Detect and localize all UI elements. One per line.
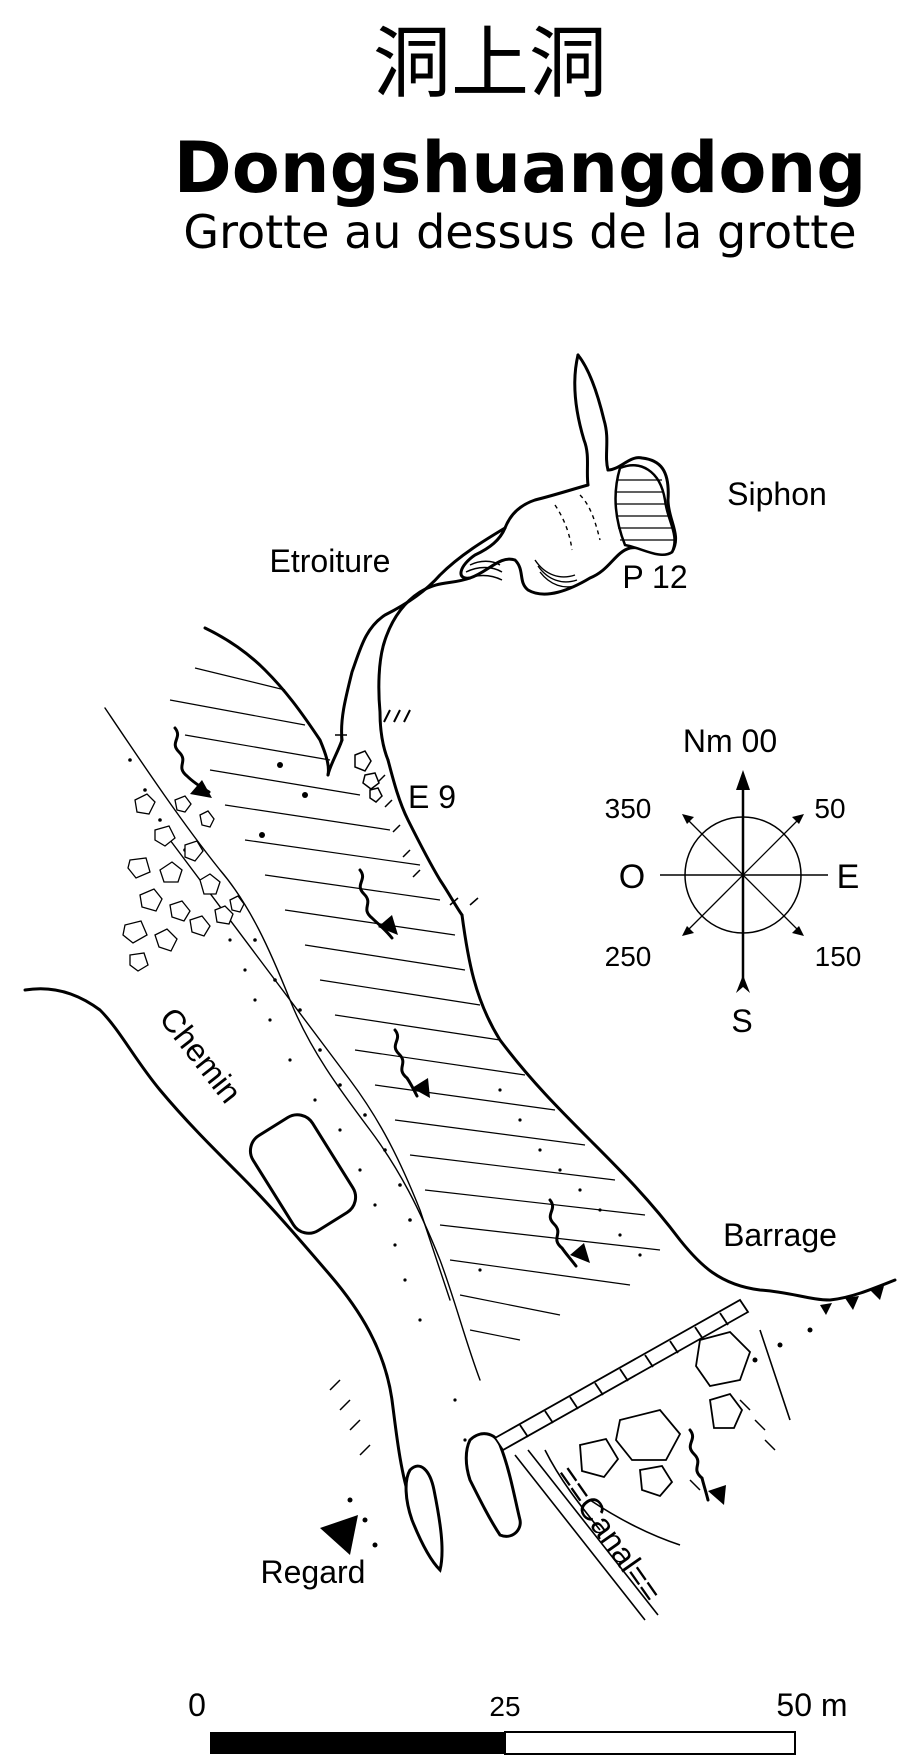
siphon-water <box>614 464 676 556</box>
compass-nw: 350 <box>605 793 652 824</box>
south-tail-icon <box>736 975 750 993</box>
map-subtitle: Grotte au dessus de la grotte <box>183 205 856 259</box>
label-e9: E 9 <box>408 779 456 815</box>
label-regard: Regard <box>261 1554 366 1590</box>
label-p12: P 12 <box>622 559 687 595</box>
scale-mid: 25 <box>489 1691 520 1722</box>
label-siphon: Siphon <box>727 476 827 512</box>
stipple-left <box>128 758 813 1548</box>
scale-end: 50 m <box>776 1687 847 1723</box>
rock-regard <box>404 1464 444 1573</box>
regard-marker <box>320 1515 358 1555</box>
label-chemin: Chemin <box>153 1001 249 1110</box>
compass-ne: 50 <box>814 793 845 824</box>
arrow-heads <box>190 780 726 1505</box>
compass-east: E <box>837 858 860 896</box>
compass-rose <box>660 770 828 993</box>
rock-outlet <box>464 1432 522 1538</box>
boulders-downstream <box>579 1330 752 1498</box>
label-barrage: Barrage <box>723 1217 837 1253</box>
map-title: Dongshuangdong <box>174 127 867 209</box>
cliff-triangles <box>820 1286 884 1315</box>
downstream-banks <box>544 1329 791 1546</box>
cave-passage <box>326 353 678 917</box>
boulder-chemin <box>248 1113 358 1235</box>
barrage-dam <box>493 1298 750 1452</box>
p12-pit <box>463 494 601 588</box>
compass-north: Nm 00 <box>683 723 777 759</box>
boulder-field <box>122 793 245 972</box>
canal <box>514 1449 659 1621</box>
label-etroiture: Etroiture <box>270 543 391 579</box>
scale-zero: 0 <box>188 1687 206 1723</box>
cliff-ticks <box>329 774 776 1491</box>
chinese-title: 洞上洞 <box>373 19 607 109</box>
compass-se: 150 <box>815 941 862 972</box>
compass-west: O <box>619 858 645 896</box>
compass-sw: 250 <box>605 941 652 972</box>
north-arrow-icon <box>736 770 750 790</box>
flow-arrows <box>173 726 710 1502</box>
slope-hatching <box>169 667 661 1341</box>
compass-south: S <box>731 1003 752 1039</box>
scale-bar <box>210 1731 796 1755</box>
e9-feature <box>335 709 411 803</box>
slope-outline <box>23 626 897 1502</box>
